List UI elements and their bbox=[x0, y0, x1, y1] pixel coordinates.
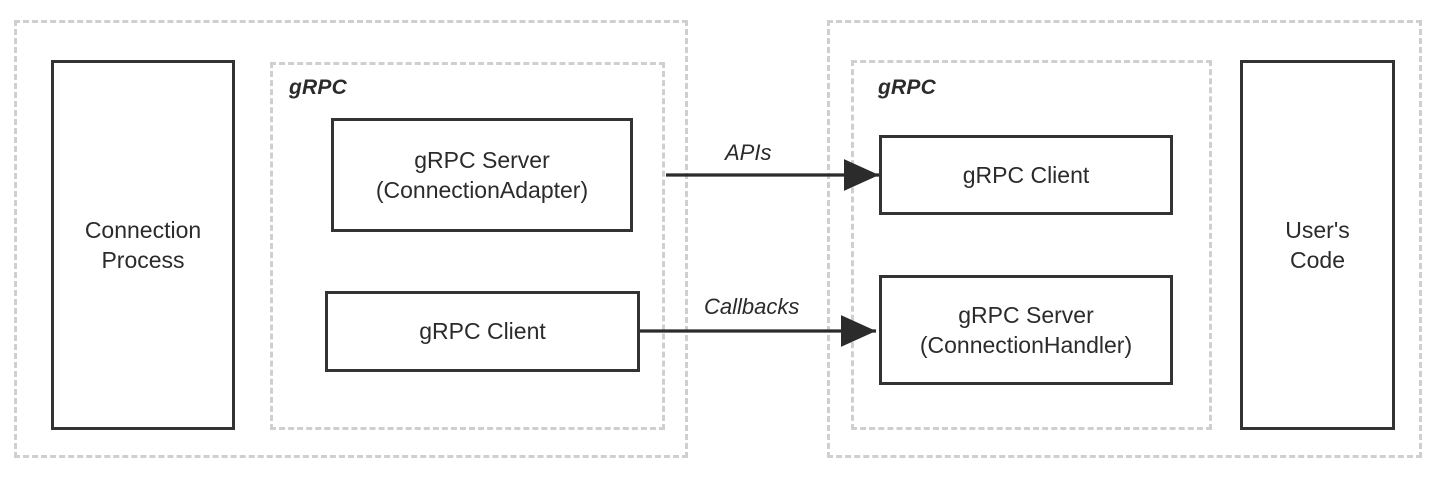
node-left-grpc-server[interactable]: gRPC Server (ConnectionAdapter) bbox=[331, 118, 633, 232]
right-grpc-group bbox=[851, 60, 1212, 430]
node-right-grpc-client[interactable]: gRPC Client bbox=[879, 135, 1173, 215]
left-grpc-group-caption: gRPC bbox=[289, 76, 347, 99]
node-left-grpc-client[interactable]: gRPC Client bbox=[325, 291, 640, 372]
user-code-side-group bbox=[827, 20, 1422, 458]
node-right-grpc-client-label: gRPC Client bbox=[962, 161, 1090, 188]
connection-process-side-group bbox=[14, 20, 688, 458]
node-user-code-label: User's Code bbox=[1285, 216, 1350, 273]
node-user-code[interactable]: User's Code bbox=[1240, 60, 1395, 430]
node-right-grpc-server-label: gRPC Server (ConnectionHandler) bbox=[919, 301, 1133, 358]
node-connection-process[interactable]: Connection Process bbox=[51, 60, 235, 430]
callbacks-edge-label: Callbacks bbox=[704, 294, 800, 319]
node-right-grpc-server[interactable]: gRPC Server (ConnectionHandler) bbox=[879, 275, 1173, 385]
node-left-grpc-client-label: gRPC Client bbox=[419, 318, 546, 345]
node-left-grpc-server-label: gRPC Server (ConnectionAdapter) bbox=[375, 146, 589, 203]
node-connection-process-label: Connection Process bbox=[84, 216, 202, 273]
left-grpc-group bbox=[270, 62, 665, 430]
right-grpc-group-caption: gRPC bbox=[878, 76, 936, 99]
apis-edge-label: APIs bbox=[725, 140, 772, 165]
